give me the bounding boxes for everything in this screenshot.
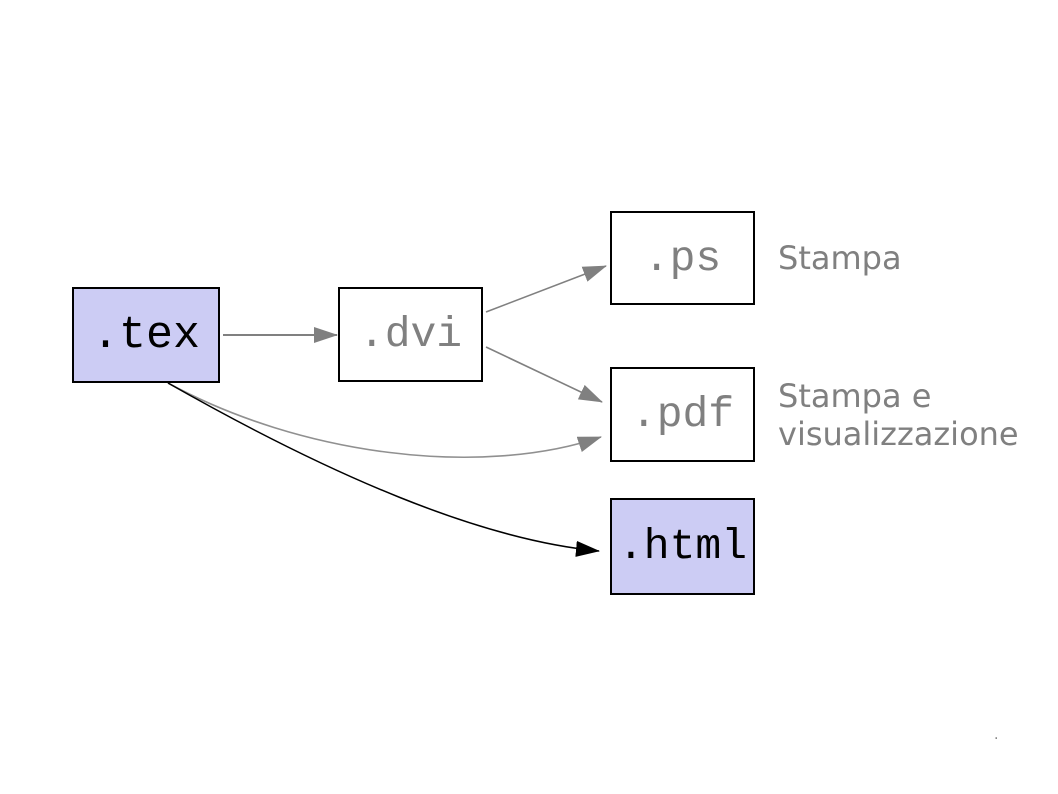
arrow-tex-to-pdf: [167, 382, 602, 458]
node-tex: .tex: [72, 287, 220, 383]
annotation-stampa: Stampa: [778, 239, 902, 277]
arrow-tex-to-html: [167, 382, 600, 557]
node-ps-label: .ps: [643, 233, 722, 283]
annotation-stampa-line: Stampa: [778, 239, 902, 277]
footer-period-mark: .: [994, 727, 999, 743]
annotation-stampa-visualizzazione: Stampa e visualizzazione: [778, 377, 1019, 453]
arrow-dvi-to-ps: [485, 265, 607, 313]
node-ps: .ps: [610, 211, 755, 305]
node-tex-label: .tex: [91, 309, 201, 361]
arrow-dvi-to-pdf: [485, 346, 603, 403]
node-pdf: .pdf: [610, 367, 755, 462]
annotation-stampa-visualizzazione-line1: Stampa e: [778, 377, 932, 415]
node-html-label: .html: [617, 522, 748, 571]
node-dvi: .dvi: [338, 287, 483, 382]
node-dvi-label: .dvi: [358, 310, 463, 359]
node-html: .html: [610, 498, 755, 595]
node-pdf-label: .pdf: [630, 390, 735, 439]
annotation-stampa-visualizzazione-line2: visualizzazione: [778, 415, 1019, 453]
